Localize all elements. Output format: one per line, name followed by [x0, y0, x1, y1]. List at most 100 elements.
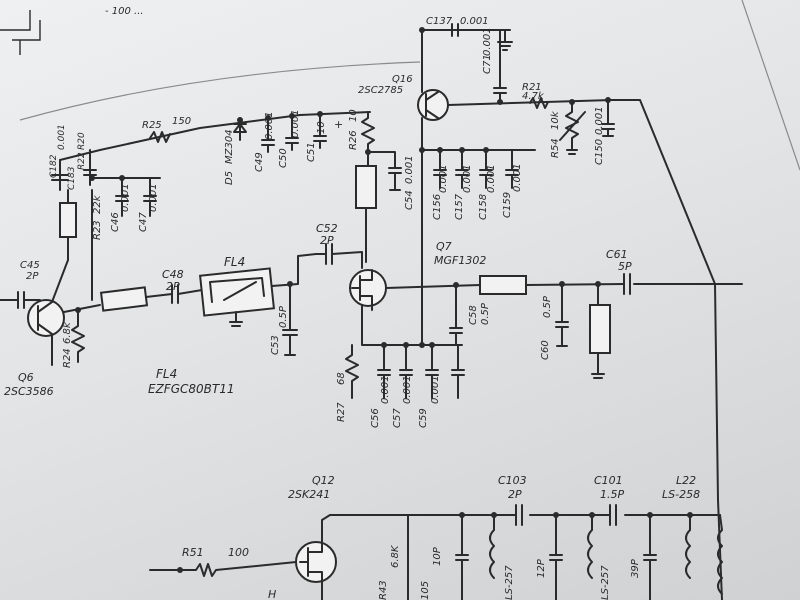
partial-ls257-b: LS-257: [600, 565, 611, 600]
d5-part: MZ304: [224, 129, 235, 164]
c157-ref: C157: [454, 193, 465, 220]
capacitor-c54: [367, 151, 402, 191]
q6-output-wire: [63, 304, 101, 313]
potentiometer-r54: [559, 101, 586, 155]
c150-value: 0.001: [594, 106, 605, 135]
capacitor-c49: [261, 117, 275, 153]
resistor-r25: [149, 131, 171, 143]
resistor-box-load: [589, 283, 611, 379]
c46-ref: C46: [110, 212, 121, 232]
left-res-label-b: R20: [77, 132, 87, 150]
partial-c105-ref: 105: [420, 581, 431, 600]
capacitor-c53: [282, 283, 298, 356]
c150-ref: C150: [594, 139, 605, 165]
paper-curl-top: [19, 61, 421, 121]
q12-ref: Q12: [312, 474, 335, 487]
c48-ref: C48: [162, 268, 184, 281]
c57-ref: C57: [392, 408, 403, 428]
partial-c12p: 12P: [536, 558, 547, 578]
transistor-q6: [27, 259, 69, 366]
r23-value: 22k: [92, 194, 103, 214]
q7-output-wire: [385, 284, 481, 289]
capacitor-c101: [609, 504, 617, 526]
inductor-l22: [717, 514, 723, 595]
r25-value: 150: [172, 116, 191, 127]
c46-value: 0.001: [120, 183, 131, 212]
c48-value: 2P: [166, 280, 180, 293]
junction-dots: [75, 27, 693, 573]
filter-fl4: [199, 267, 275, 327]
c156-value: 0.001: [438, 164, 449, 193]
capacitor-c58: [449, 284, 463, 346]
capacitor-c61: [623, 273, 631, 295]
top-left-fragment: [0, 10, 41, 55]
capacitor-c48: [145, 284, 203, 304]
resistor-r21: [529, 97, 549, 109]
c158-value: 0.001: [486, 164, 497, 193]
transistor-q16: [417, 89, 449, 121]
c53-ref: C53: [270, 335, 281, 355]
fl4-part: EZFGC80BT11: [148, 382, 234, 396]
c49-value: 0.001: [264, 111, 275, 140]
q7-ref: Q7: [436, 240, 452, 253]
page-edge-right: [741, 0, 800, 171]
capacitor-c60: [555, 283, 569, 347]
c61-ref: C61: [606, 248, 628, 261]
partial-r43-value: 6.8K: [390, 544, 401, 568]
c59-ref: C59: [418, 408, 429, 428]
capacitors-c56-c57-c59: [377, 344, 465, 399]
r51-value: 100: [228, 546, 249, 559]
c159-value: 0.001: [512, 163, 523, 192]
c50-value: 0.001: [290, 109, 301, 138]
r26-value: 10: [348, 109, 359, 122]
c52-value: 2P: [320, 234, 334, 247]
c103-value: 2P: [508, 488, 522, 501]
resistor-r26: [361, 111, 375, 153]
q16-ref: Q16: [392, 74, 413, 85]
r27-ref: R27: [336, 402, 347, 422]
c54-ref: C54: [404, 190, 415, 210]
fl4-ref: FL4: [224, 255, 245, 269]
partial-ls257-a: LS-257: [504, 565, 515, 600]
c157-value: 0.001: [462, 164, 473, 193]
capacitors-c46-c47: [91, 177, 161, 217]
c137-value: 0.001: [460, 16, 489, 27]
r24-value: 6.8k: [62, 321, 73, 344]
r24-ref: R24: [62, 348, 73, 368]
c158-ref: C158: [478, 194, 489, 220]
r23-ref: R23: [92, 220, 103, 240]
left-res-label-a: R22: [77, 152, 87, 170]
partial-h-label: H: [268, 588, 276, 600]
capacitor-c51: [313, 113, 327, 149]
r26-ref: R26: [348, 130, 359, 150]
c53-value: 0.5P: [278, 305, 289, 328]
left-cap-label-a: C182: [49, 154, 59, 178]
right-vertical-bus: [611, 99, 723, 600]
resistor-r27: [345, 344, 359, 399]
c52-ref: C52: [316, 222, 338, 235]
capacitor-c52: [315, 243, 363, 269]
c56-ref: C56: [370, 408, 381, 428]
resistor-box-to-c48: [99, 286, 149, 312]
transistor-q7: [349, 269, 387, 311]
c47-ref: C47: [138, 212, 149, 232]
c60-value: 0.5P: [542, 295, 553, 318]
partial-c39p: 39P: [630, 558, 641, 578]
c58-ref: C58: [468, 305, 479, 325]
c50-ref: C50: [278, 148, 289, 168]
resistor-r24: [71, 309, 85, 363]
c71-value: 0.001: [482, 27, 493, 56]
fl4-ref-legend: FL4: [156, 367, 177, 381]
transistor-q12: [295, 514, 337, 600]
c51-polarity: +: [334, 118, 343, 131]
d5-ref: D5: [224, 171, 235, 185]
r25-ref: R25: [142, 120, 162, 131]
r21-ref: R21: [522, 82, 542, 93]
capacitor-c45: [0, 291, 41, 309]
c61-value: 5P: [618, 260, 632, 273]
c103-ref: C103: [498, 474, 527, 487]
c45-value: 2P: [26, 271, 39, 282]
c51-ref: C51: [306, 142, 317, 162]
capacitor-c50: [285, 115, 299, 151]
